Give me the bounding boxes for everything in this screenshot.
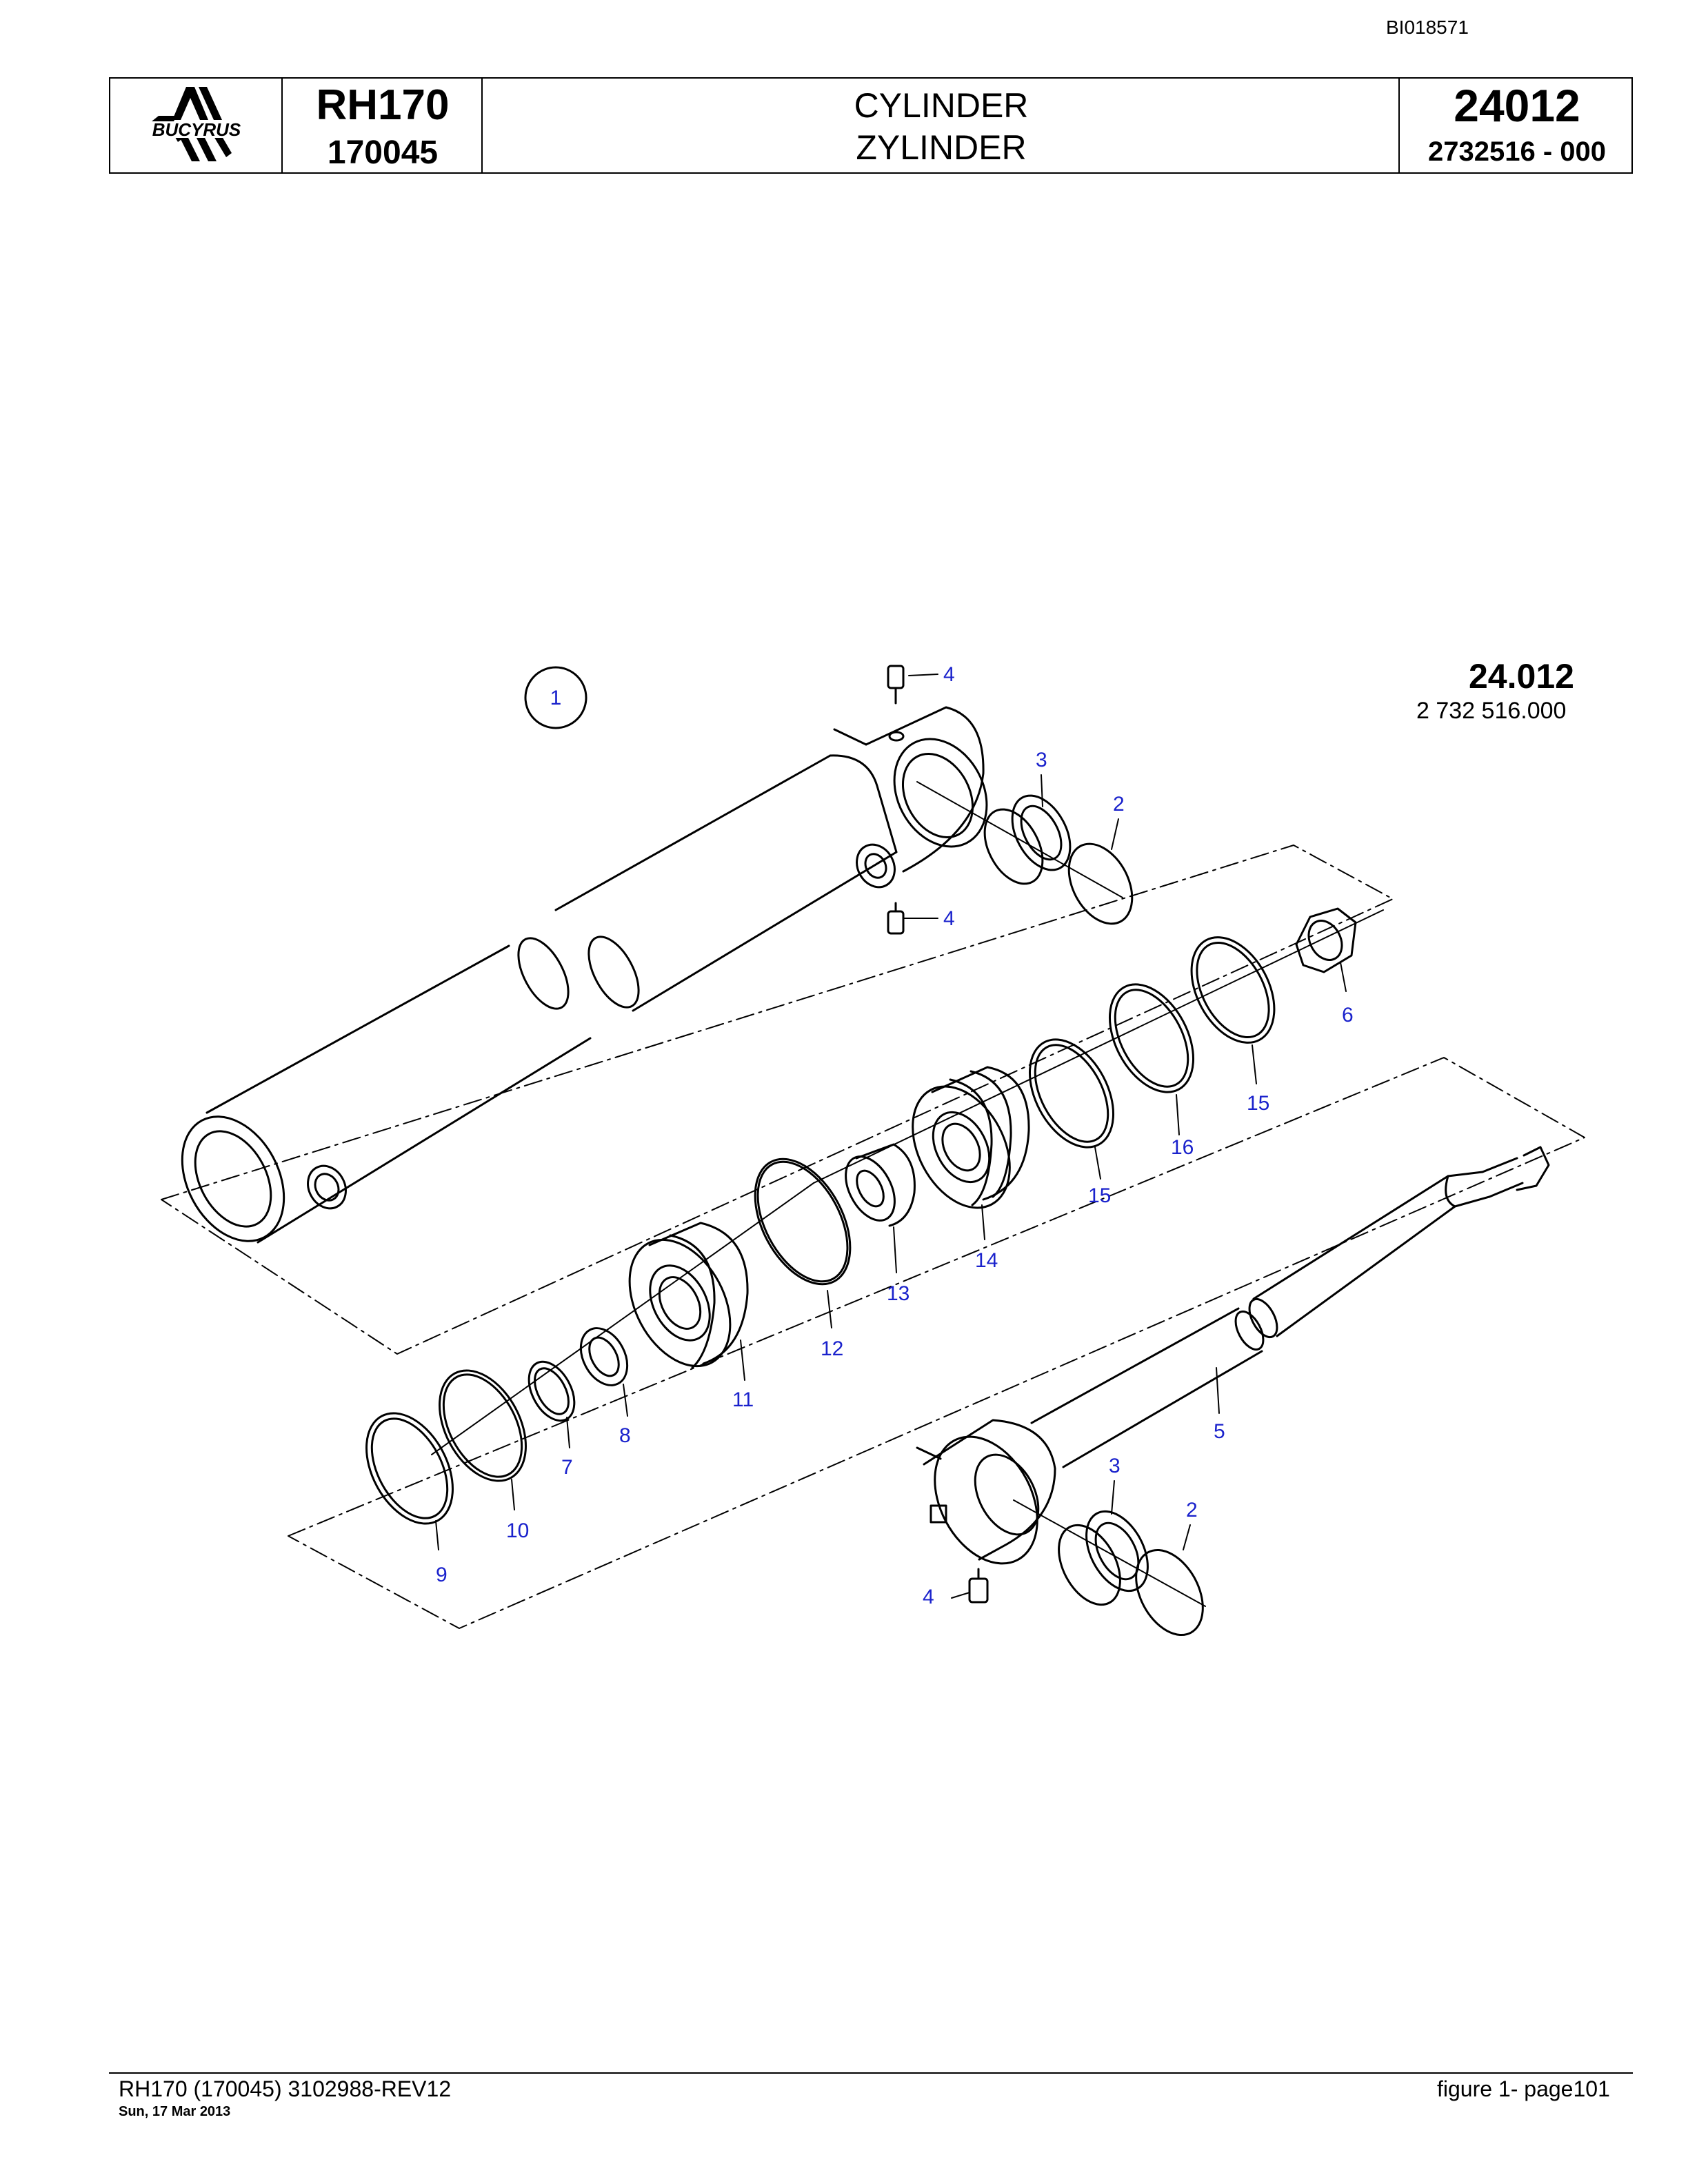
figure-number: 24.012	[1469, 657, 1574, 696]
ring-9	[365, 1412, 454, 1525]
footer-page-reference: figure 1- page101	[1437, 2076, 1610, 2101]
callout-4-bottom: 4	[923, 1586, 934, 1608]
callout-9: 9	[436, 1564, 448, 1586]
callout-2-bottom: 2	[1186, 1499, 1198, 1521]
model-name: RH170	[316, 81, 450, 129]
callout-11: 11	[732, 1388, 754, 1411]
bearing-bushing-bottom	[1058, 1510, 1149, 1606]
guide-ring-15-lower	[1028, 1038, 1115, 1149]
footer-document-reference: RH170 (170045) 3102988-REV12	[119, 2076, 452, 2101]
footer-divider	[109, 2072, 1633, 2074]
callout-3-top: 3	[1036, 749, 1047, 771]
callout-circle-1	[524, 666, 587, 729]
callout-15-upper: 15	[1247, 1092, 1269, 1115]
brand-wordmark: BUCYRUS	[152, 119, 241, 140]
model-serial: 170045	[327, 134, 439, 171]
title-block-text: CYLINDER ZYLINDER	[483, 79, 1400, 167]
group-block: 24012 2732516 - 000	[1400, 79, 1634, 165]
callout-16: 16	[1171, 1136, 1194, 1159]
grease-nipple-mid	[887, 902, 905, 935]
bearing-bushing-top	[983, 794, 1072, 885]
callout-13: 13	[887, 1282, 910, 1305]
piston-seal-16	[1108, 983, 1195, 1093]
figure-part-number: 2 732 516.000	[1416, 698, 1567, 724]
title-english: CYLINDER	[854, 86, 1029, 125]
retaining-ring-top	[1067, 842, 1134, 925]
piston-11	[628, 1222, 749, 1369]
guide-ring-15-upper	[1190, 936, 1276, 1044]
callout-8: 8	[619, 1424, 631, 1447]
footer-date: Sun, 17 Mar 2013	[119, 2104, 231, 2119]
callout-12: 12	[821, 1337, 843, 1360]
ring-8	[579, 1327, 629, 1386]
callout-14: 14	[975, 1249, 998, 1272]
document-id: BI018571	[1386, 17, 1469, 38]
title-block: BUCYRUS RH170 170045 CYLINDER ZYLINDER 2…	[109, 77, 1633, 174]
callout-3-bottom: 3	[1109, 1455, 1121, 1477]
o-ring-12	[754, 1157, 852, 1286]
callout-4-top: 4	[943, 663, 955, 686]
group-number: 24012	[1454, 80, 1580, 131]
bucyrus-logo: BUCYRUS	[110, 79, 283, 172]
cylinder-tube	[181, 728, 898, 1244]
grease-nipple-bottom	[968, 1568, 989, 1604]
model-block: RH170 170045	[283, 79, 483, 170]
grease-nipple-top	[887, 665, 905, 705]
callout-2-top: 2	[1113, 793, 1125, 816]
title-german: ZYLINDER	[856, 128, 1027, 167]
piston-14	[912, 1066, 1030, 1209]
callout-4-mid: 4	[943, 907, 955, 930]
group-part-number: 2732516 - 000	[1427, 136, 1606, 167]
callout-10: 10	[506, 1519, 529, 1542]
callout-6: 6	[1342, 1004, 1354, 1027]
callout-1: 1	[550, 687, 562, 709]
callout-7: 7	[561, 1456, 573, 1479]
piston-rod	[1030, 1146, 1550, 1468]
spacer-13	[845, 1143, 916, 1227]
callout-15-lower: 15	[1088, 1184, 1111, 1207]
ring-10	[439, 1369, 527, 1482]
retaining-ring-bottom	[1135, 1548, 1204, 1637]
callout-5: 5	[1214, 1420, 1225, 1443]
piston-nut	[1295, 907, 1357, 973]
cylinder-clevis-head	[829, 706, 988, 889]
rod-eye	[916, 1419, 1056, 1565]
